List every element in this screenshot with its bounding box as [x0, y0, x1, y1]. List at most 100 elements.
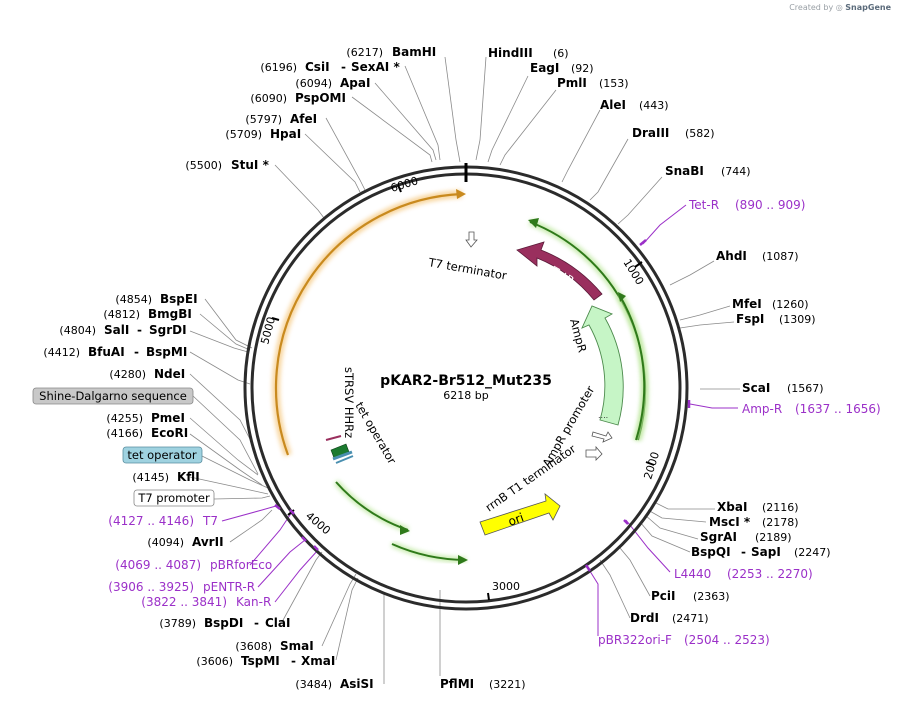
- enzyme-xbai[interactable]: XbaI: [717, 500, 747, 514]
- primer-t7[interactable]: T7: [202, 514, 218, 528]
- t7-terminator-label: T7 terminator: [426, 255, 508, 283]
- enzyme-eagi[interactable]: EagI: [530, 61, 559, 75]
- snapgene-credit: Created by ◎ SnapGene: [789, 3, 891, 12]
- enzyme-tspmi[interactable]: TspMI: [241, 654, 280, 668]
- enzyme-pspomi[interactable]: PspOMI: [295, 91, 346, 105]
- shine-dalgarno-box[interactable]: [32, 387, 194, 405]
- enzyme-bmgbi[interactable]: BmgBI: [148, 307, 192, 321]
- enzyme-sgrai[interactable]: SgrAI: [700, 530, 737, 544]
- primer-kan-r-range: (3822 .. 3841): [141, 595, 227, 609]
- green-arc-bottom1-glow: [333, 480, 409, 533]
- ori-feature[interactable]: [479, 493, 561, 536]
- t7-terminator-feature[interactable]: [465, 231, 478, 248]
- enzyme-ndei[interactable]: NdeI: [154, 367, 185, 381]
- enzyme-pcii[interactable]: PciI: [651, 589, 676, 603]
- enzyme-mfei[interactable]: MfeI: [732, 297, 762, 311]
- tetr-feature[interactable]: [516, 241, 603, 301]
- enzyme-asisi[interactable]: AsiSI: [340, 677, 374, 691]
- green-arc-bottom2-arrowhead: [458, 555, 468, 565]
- ampr-promoter-feature[interactable]: [591, 431, 613, 443]
- enzyme-apai[interactable]: ApaI: [340, 76, 370, 90]
- primer-l4440[interactable]: L4440: [674, 567, 711, 581]
- enzyme-xmai[interactable]: XmaI: [301, 654, 335, 668]
- primer-tet-r[interactable]: Tet-R: [688, 198, 719, 212]
- enzyme-kfli-pos: (4145): [132, 471, 169, 484]
- enzyme-sali[interactable]: SalI: [104, 323, 129, 337]
- enzyme-stui[interactable]: StuI *: [231, 158, 270, 172]
- enzyme-hindiii[interactable]: HindIII: [488, 46, 533, 60]
- enzyme-msci[interactable]: MscI *: [709, 515, 751, 529]
- tick-label-1000: 1000: [620, 257, 646, 288]
- rrnb-terminator-feature[interactable]: [585, 445, 603, 461]
- enzyme-bspei[interactable]: BspEI: [160, 292, 198, 306]
- primer-kan-r[interactable]: Kan-R: [236, 595, 271, 609]
- enzyme-ecori[interactable]: EcoRI: [151, 426, 188, 440]
- enzyme-sapi[interactable]: SapI: [751, 545, 781, 559]
- enzyme-bamhi-pos: (6217): [346, 46, 383, 59]
- enzyme-smai[interactable]: SmaI: [280, 639, 314, 653]
- enzyme-hpai[interactable]: HpaI: [270, 127, 301, 141]
- orange-arc-arrowhead: [456, 189, 466, 199]
- enzyme-clai[interactable]: ClaI: [265, 616, 290, 630]
- enzyme-snabi[interactable]: SnaBI: [665, 164, 704, 178]
- enzyme-drdi[interactable]: DrdI: [630, 611, 659, 625]
- enzyme-csii[interactable]: CsiI: [305, 60, 330, 74]
- enzyme-afei[interactable]: AfeI: [290, 112, 317, 126]
- enzyme-bspqi[interactable]: BspQI: [691, 545, 731, 559]
- t7-promoter-box[interactable]: [133, 489, 215, 507]
- plasmid-name: pKAR2-Br512_Mut235: [380, 373, 552, 389]
- enzyme-alei-pos: (443): [639, 99, 669, 112]
- enzyme-scai[interactable]: ScaI: [742, 381, 770, 395]
- enzyme-hpai-pos: (5709): [225, 128, 262, 141]
- enzyme-ahdi-pos: (1087): [762, 250, 799, 263]
- green-arc-bottom1-arrowhead: [400, 525, 410, 535]
- enzyme-pflmi[interactable]: PflMI: [440, 677, 474, 691]
- enzyme-pmli-pos: (153): [599, 77, 629, 90]
- enzyme-bfuai[interactable]: BfuAI: [88, 345, 125, 359]
- t7-promoter-label: T7 promoter: [137, 491, 210, 505]
- primer-pbr322ori-f-range: (2504 .. 2523): [684, 633, 770, 647]
- green-arc-ampr: [619, 295, 646, 441]
- enzyme-sep-bspdi: -: [254, 616, 259, 630]
- enzyme-smai-pos: (3608): [235, 640, 272, 653]
- green-arc-right-arrowhead: [528, 218, 539, 228]
- enzyme-pmei[interactable]: PmeI: [151, 411, 185, 425]
- tick-label-6000: 6000: [389, 174, 420, 195]
- primer-tet-r-range: (890 .. 909): [735, 198, 805, 212]
- primer-pbrforeco[interactable]: pBRforEco: [210, 558, 272, 572]
- orange-arc: [274, 192, 463, 456]
- enzyme-csii-pos: (6196): [260, 61, 297, 74]
- snapgene-logo-icon: ◎: [835, 3, 843, 12]
- enzyme-bspmi[interactable]: BspMI: [146, 345, 187, 359]
- ampr-feature[interactable]: [581, 305, 624, 426]
- enzyme-bspdi[interactable]: BspDI: [204, 616, 243, 630]
- primer-pentr-r[interactable]: pENTR-R: [203, 580, 255, 594]
- enzyme-eagi-pos: (92): [571, 62, 594, 75]
- primer-labels: Tet-R (890 .. 909) Amp-R (1637 .. 1656) …: [108, 198, 880, 647]
- primer-pbrforeco-range: (4069 .. 4087): [115, 558, 201, 572]
- enzyme-fspi[interactable]: FspI: [736, 312, 764, 326]
- enzyme-avrii[interactable]: AvrII: [192, 535, 224, 549]
- enzyme-ndei-pos: (4280): [109, 368, 146, 381]
- primer-pentr-r-range: (3906 .. 3925): [108, 580, 194, 594]
- rrnb-label: rrnB T1 terminator: [483, 441, 579, 514]
- enzyme-sep-bfuai: -: [134, 345, 139, 359]
- primer-amp-r[interactable]: Amp-R: [742, 402, 782, 416]
- tet-operator-box[interactable]: [122, 446, 203, 464]
- enzyme-draiii[interactable]: DraIII: [632, 126, 669, 140]
- enzyme-bamhi[interactable]: BamHI: [392, 45, 436, 59]
- enzyme-scai-pos: (1567): [787, 382, 824, 395]
- enzyme-sali-pos: (4804): [59, 324, 96, 337]
- enzyme-kfli[interactable]: KflI: [177, 470, 200, 484]
- enzyme-pmli[interactable]: PmlI: [557, 76, 587, 90]
- enzyme-sgrdi[interactable]: SgrDI: [149, 323, 187, 337]
- enzyme-alei[interactable]: AleI: [600, 98, 626, 112]
- enzyme-drdi-pos: (2471): [672, 612, 709, 625]
- green-arc-ampr-arrowhead: [618, 292, 626, 302]
- enzyme-sexai[interactable]: SexAI *: [351, 60, 400, 74]
- enzyme-ahdi[interactable]: AhdI: [716, 249, 747, 263]
- enzyme-bfuai-pos: (4412): [43, 346, 80, 359]
- enzyme-draiii-pos: (582): [685, 127, 715, 140]
- primer-pbr322ori-f[interactable]: pBR322ori-F: [598, 633, 672, 647]
- credit-brand: SnapGene: [845, 3, 891, 12]
